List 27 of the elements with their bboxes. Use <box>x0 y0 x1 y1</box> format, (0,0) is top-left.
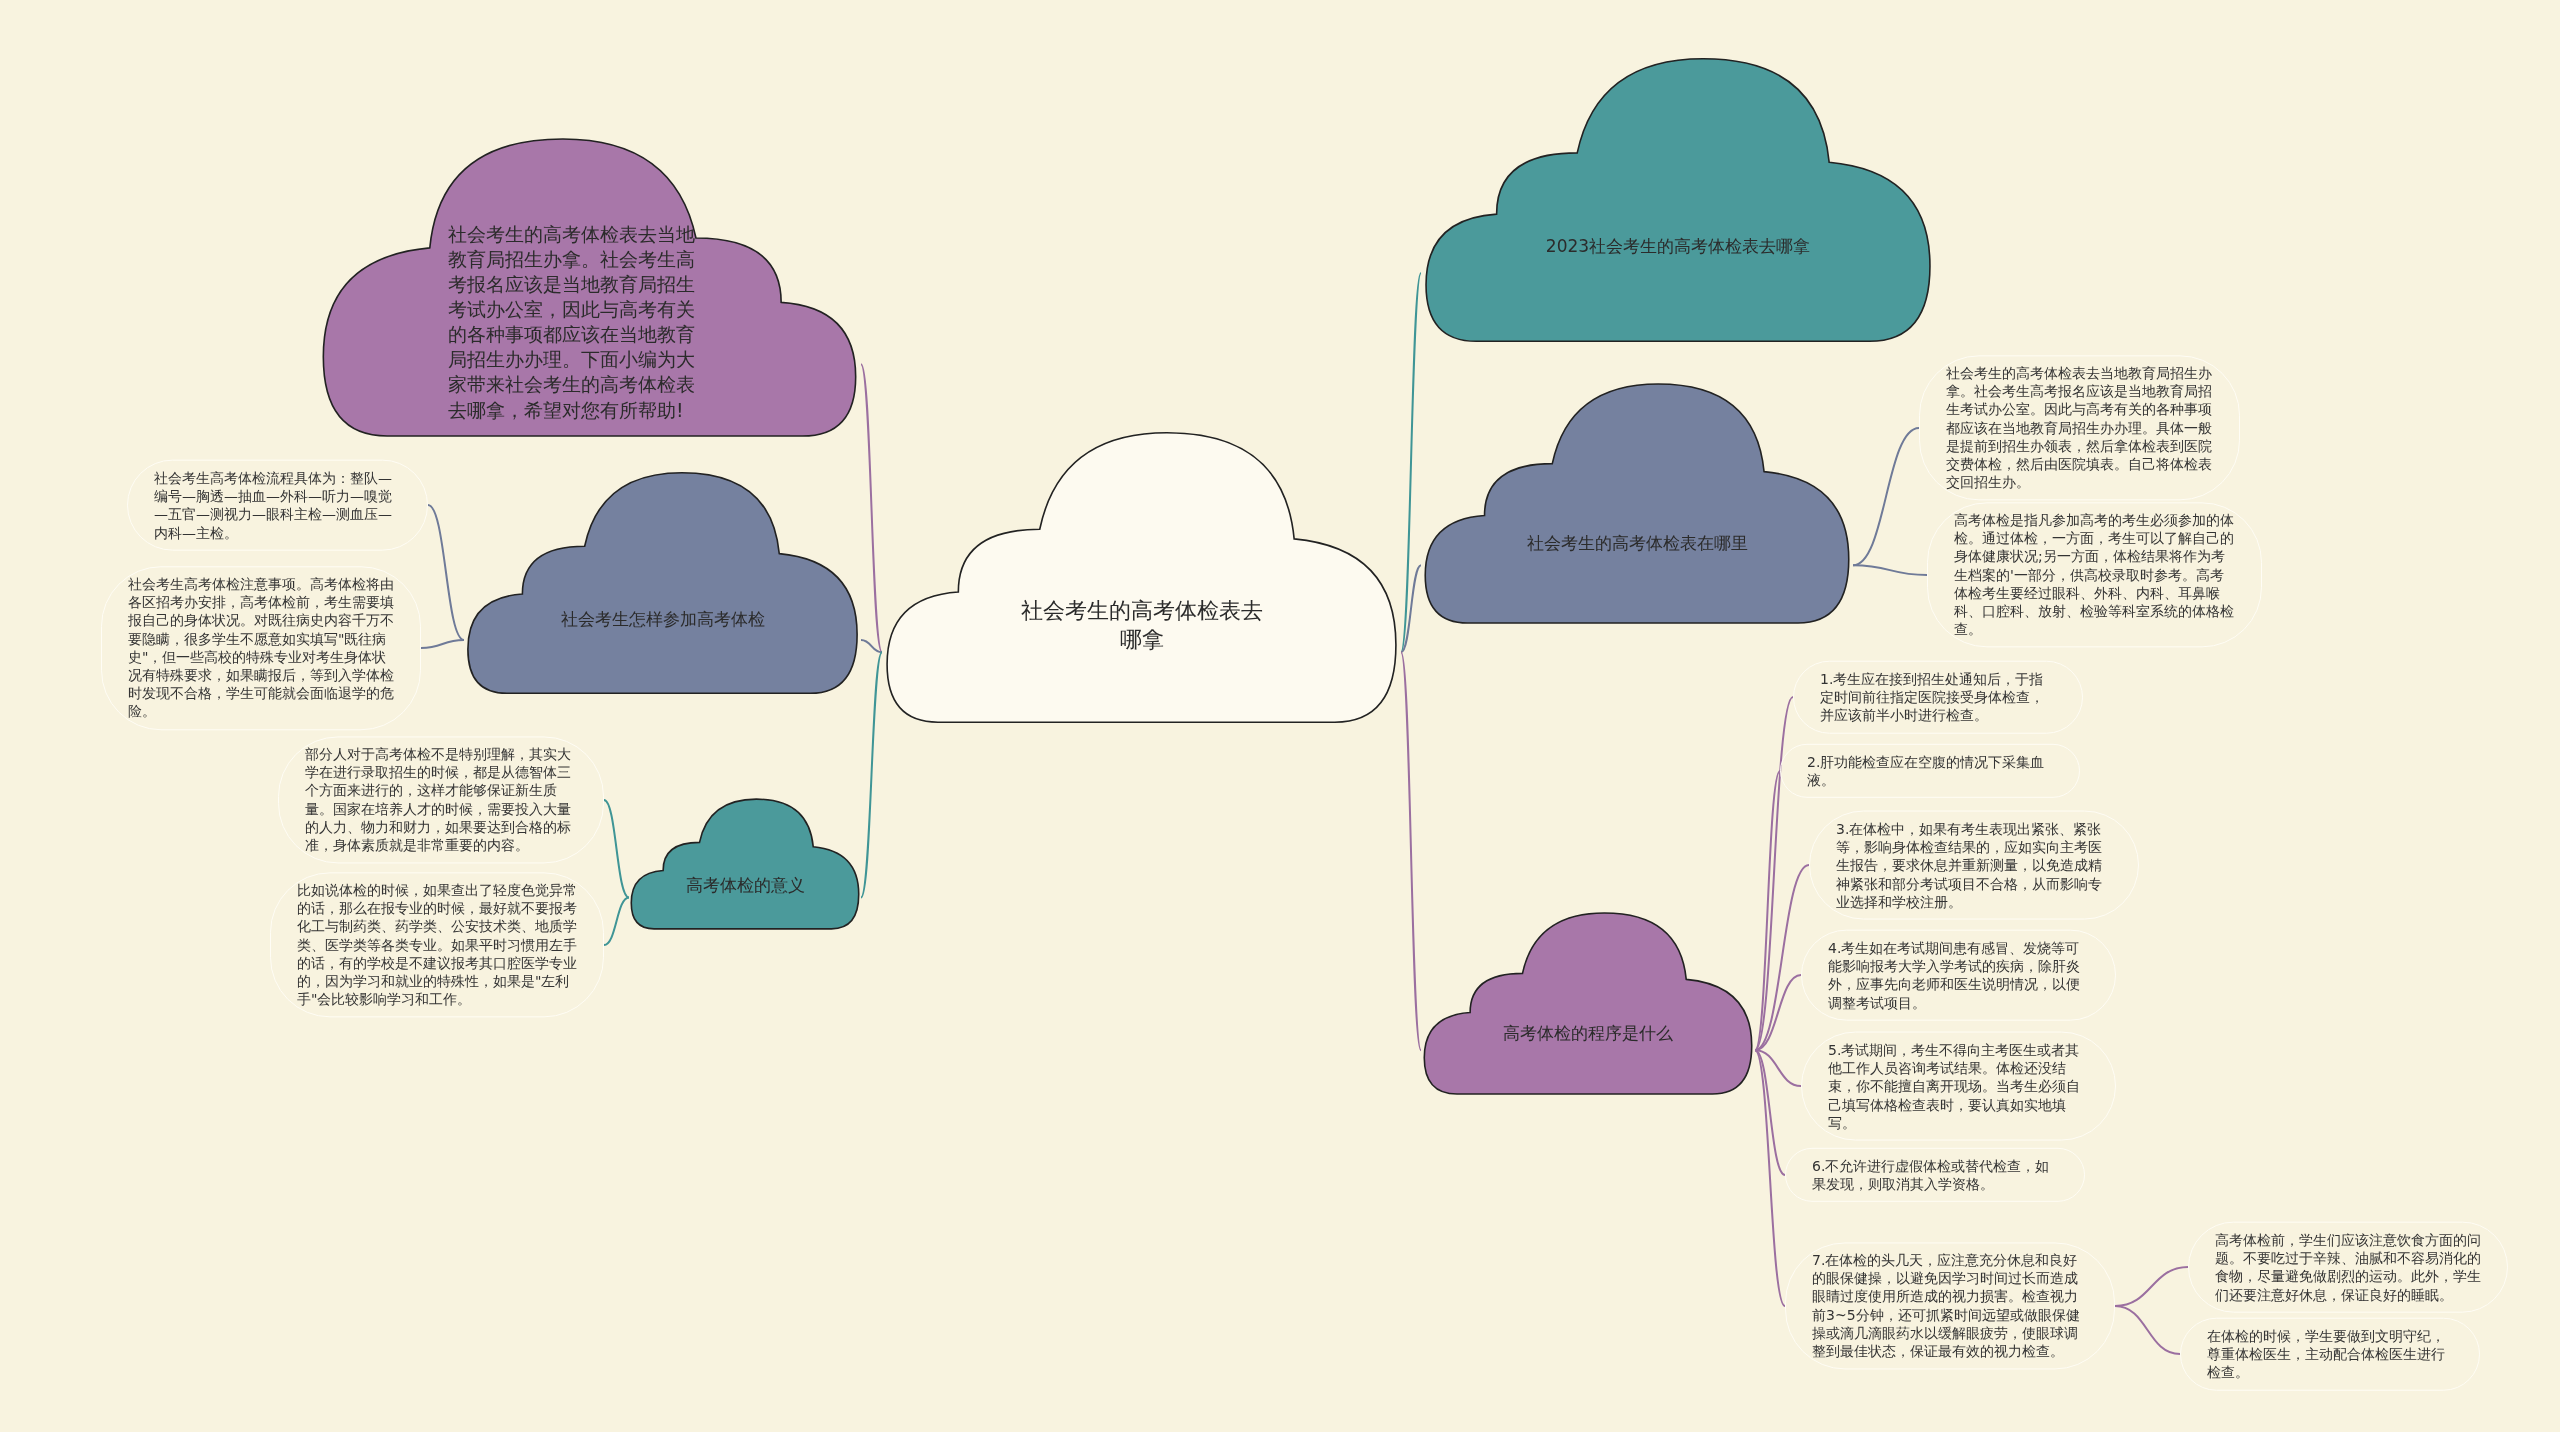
cloud-text: 高考体检的意义 <box>685 873 805 897</box>
cloud-text: 2023社会考生的高考体检表去哪拿 <box>1545 235 1811 259</box>
connector-line <box>1754 1049 1786 1176</box>
cloud-text: 高考体检的程序是什么 <box>1503 1021 1673 1045</box>
connector-line <box>1852 564 1928 576</box>
connector-line <box>860 651 883 899</box>
connector-line <box>1400 272 1422 654</box>
cloud-shape <box>629 797 861 931</box>
connector-line <box>427 504 465 641</box>
connector-line <box>1400 564 1422 654</box>
connector-line <box>2114 1305 2181 1355</box>
cloud-shape <box>1421 910 1755 1097</box>
cloud-text: 社会考生的高考体检表去哪拿 <box>1019 596 1264 655</box>
connector-line <box>603 896 630 946</box>
cloud-shape <box>1421 380 1853 627</box>
cloud-text: 社会考生怎样参加高考体检 <box>560 608 765 631</box>
cloud-shape <box>464 469 861 697</box>
connector-line <box>603 799 630 899</box>
connector-line <box>1754 1049 1786 1307</box>
connector-line <box>420 639 465 649</box>
connector-line <box>860 639 883 654</box>
cloud-text: 社会考生的高考体检表在哪里 <box>1526 531 1748 555</box>
connector-line <box>1754 1049 1802 1087</box>
connector-line <box>1400 651 1422 1052</box>
connector-line <box>1754 770 1781 1052</box>
cloud-text: 社会考生的高考体检表去当地教育局招生办拿。社会考生高考报名应该是当地教育局招生考试办公室，因此与高考有关的各种事项都应该在当地教育局招生办办理。下面小编为大家带来社会考生的高考体检表去哪拿，希望对您有所帮助! <box>448 222 696 423</box>
connector-line <box>860 363 883 654</box>
